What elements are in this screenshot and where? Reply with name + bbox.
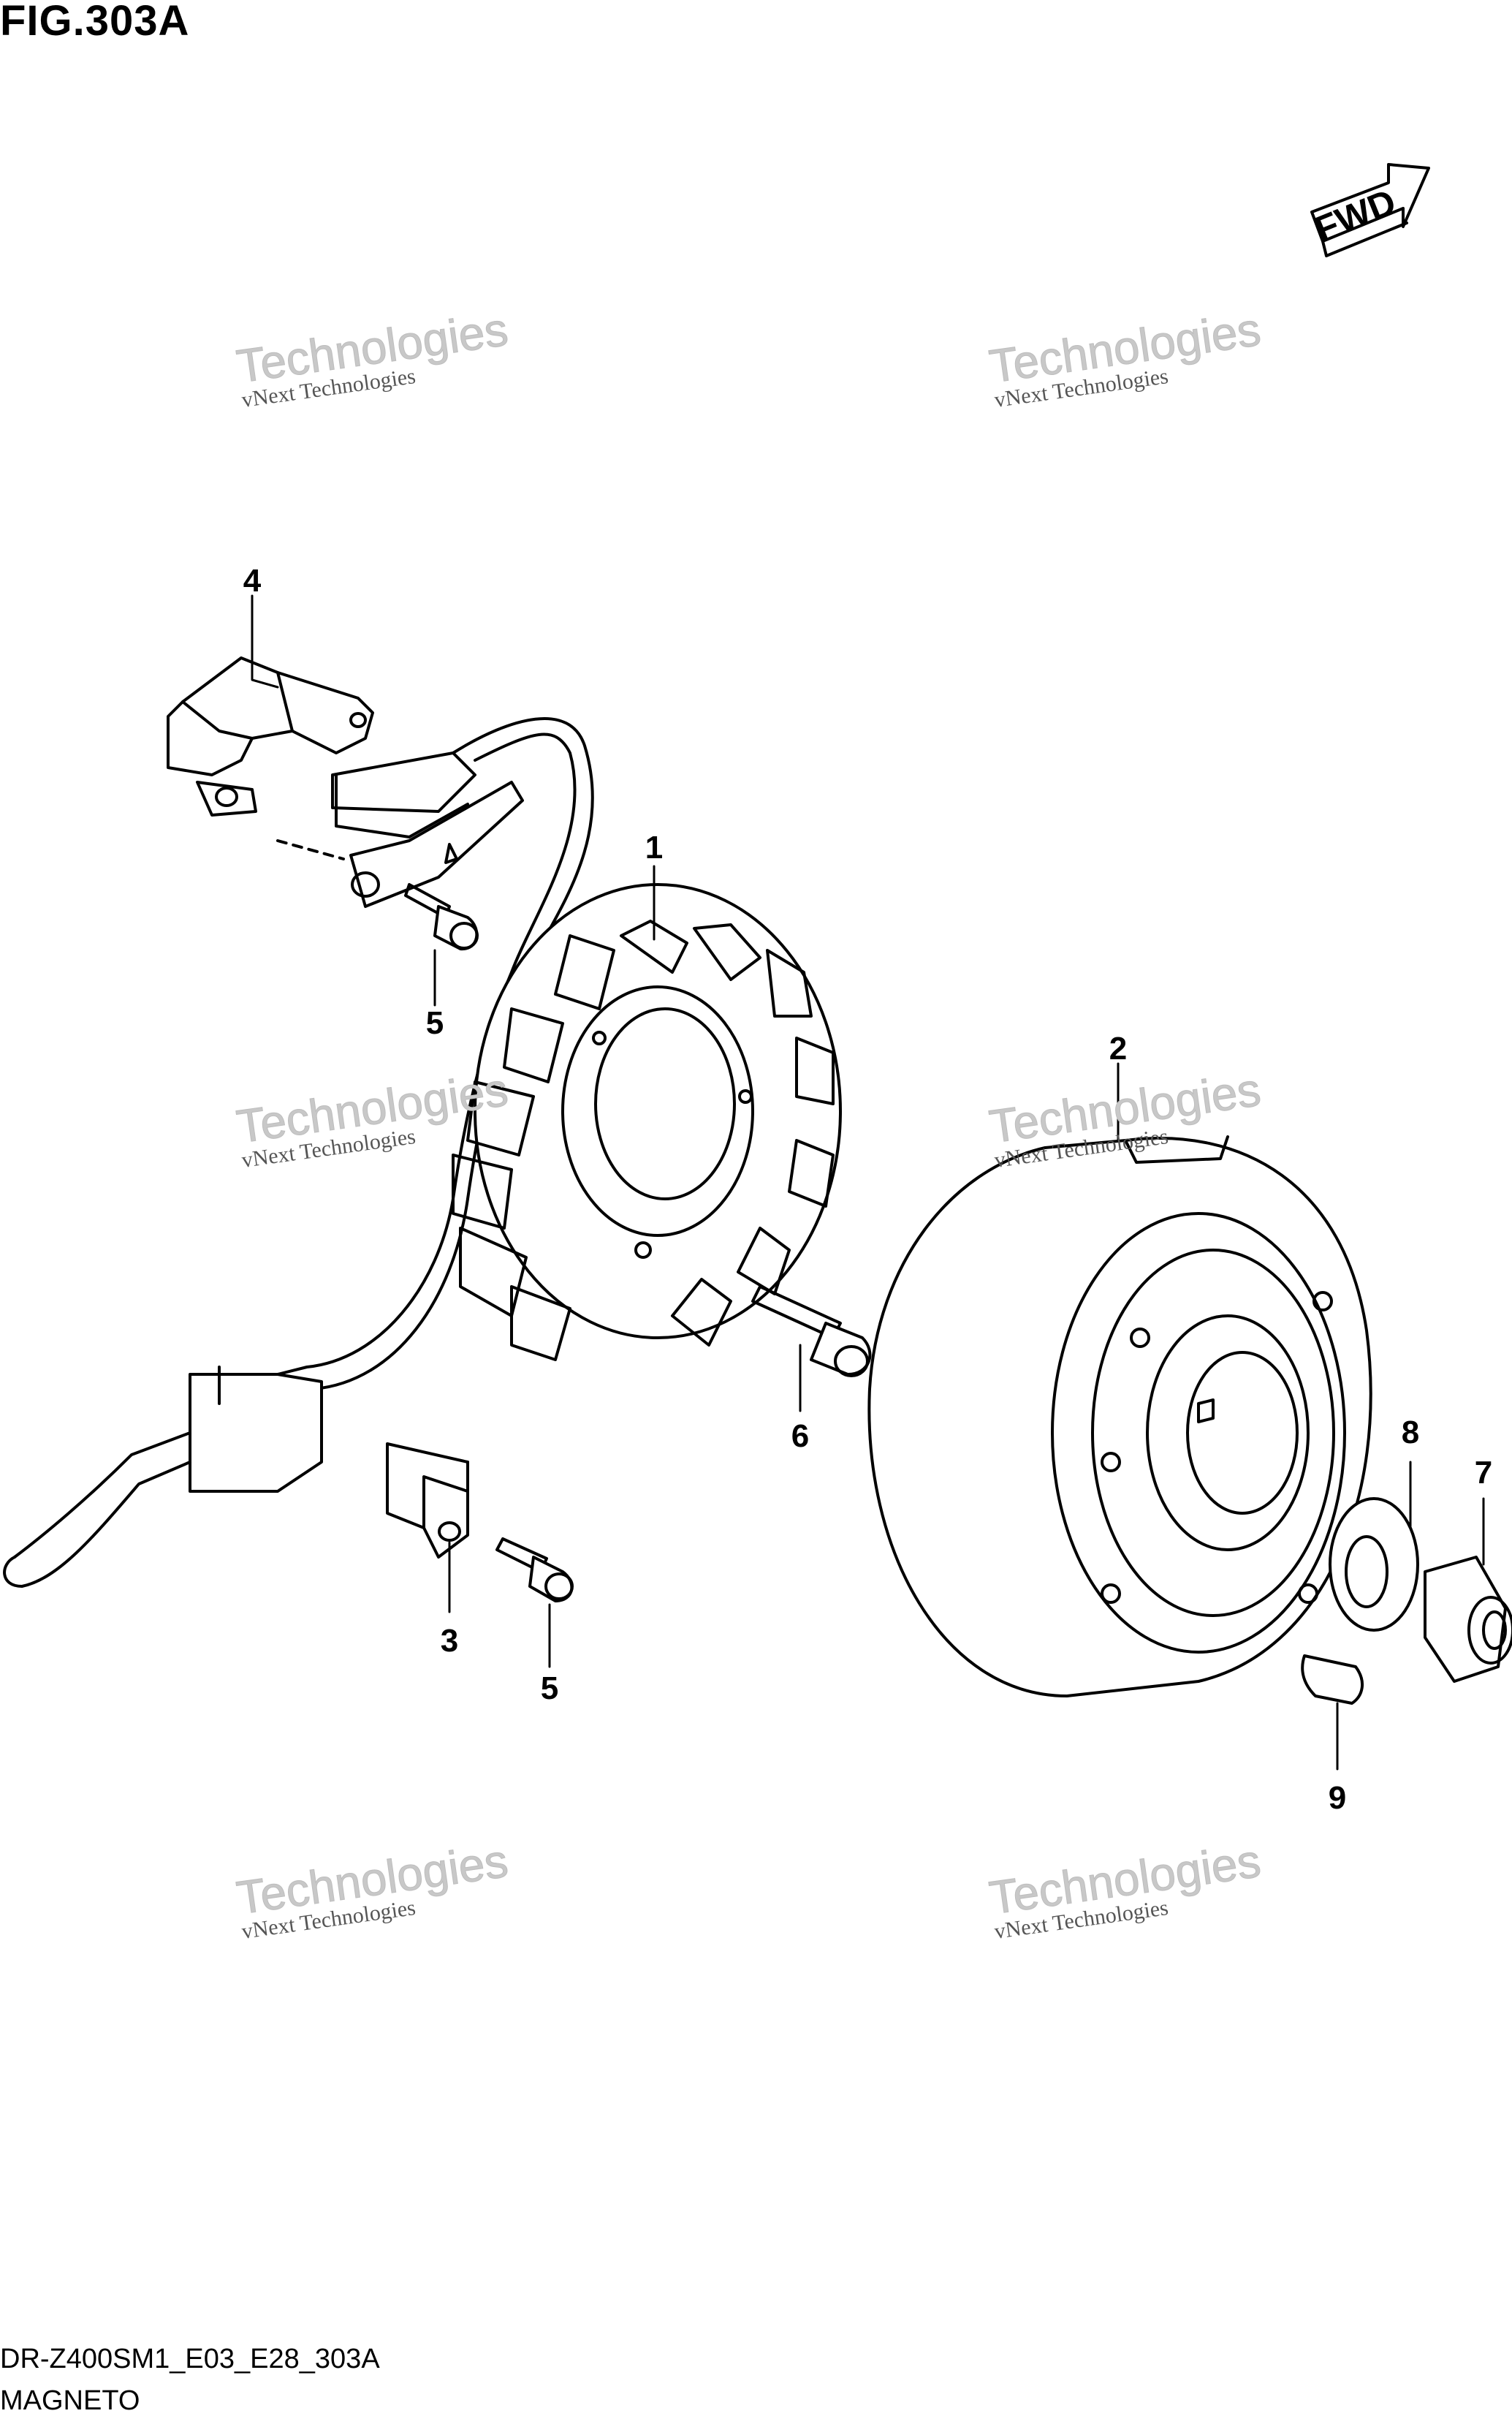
fwd-label: FWD bbox=[1309, 181, 1402, 251]
callout-5-upper: 5 bbox=[425, 1005, 444, 1041]
callout-4: 4 bbox=[243, 563, 262, 599]
callout-9: 9 bbox=[1328, 1780, 1347, 1816]
figure-code: DR-Z400SM1_E03_E28_303A bbox=[0, 2344, 380, 2374]
callout-5-lower: 5 bbox=[540, 1670, 559, 1706]
callout-6: 6 bbox=[791, 1418, 810, 1454]
part-8-washer bbox=[1329, 1497, 1419, 1632]
part-5-bolt-lower bbox=[495, 1537, 574, 1602]
callout-1: 1 bbox=[645, 830, 664, 866]
part-3-clamp bbox=[386, 1442, 469, 1559]
callout-7: 7 bbox=[1474, 1455, 1493, 1491]
part-1-stator bbox=[452, 883, 842, 1361]
part-9-key bbox=[1301, 1654, 1364, 1705]
callout-3: 3 bbox=[440, 1623, 459, 1659]
callout-2: 2 bbox=[1109, 1031, 1128, 1067]
part-4-bracket bbox=[167, 656, 524, 908]
part-5-bolt-upper bbox=[404, 883, 479, 951]
figure-name: MAGNETO bbox=[0, 2385, 140, 2416]
figure-title: FIG.303A bbox=[0, 0, 190, 45]
part-7-nut bbox=[1424, 1556, 1512, 1683]
callout-8: 8 bbox=[1401, 1415, 1420, 1450]
part-2-rotor bbox=[867, 1135, 1372, 1697]
leader-lines bbox=[251, 594, 1485, 1771]
part-6-bolt bbox=[751, 1285, 872, 1377]
fwd-arrow-icon: FWD bbox=[1309, 163, 1430, 257]
